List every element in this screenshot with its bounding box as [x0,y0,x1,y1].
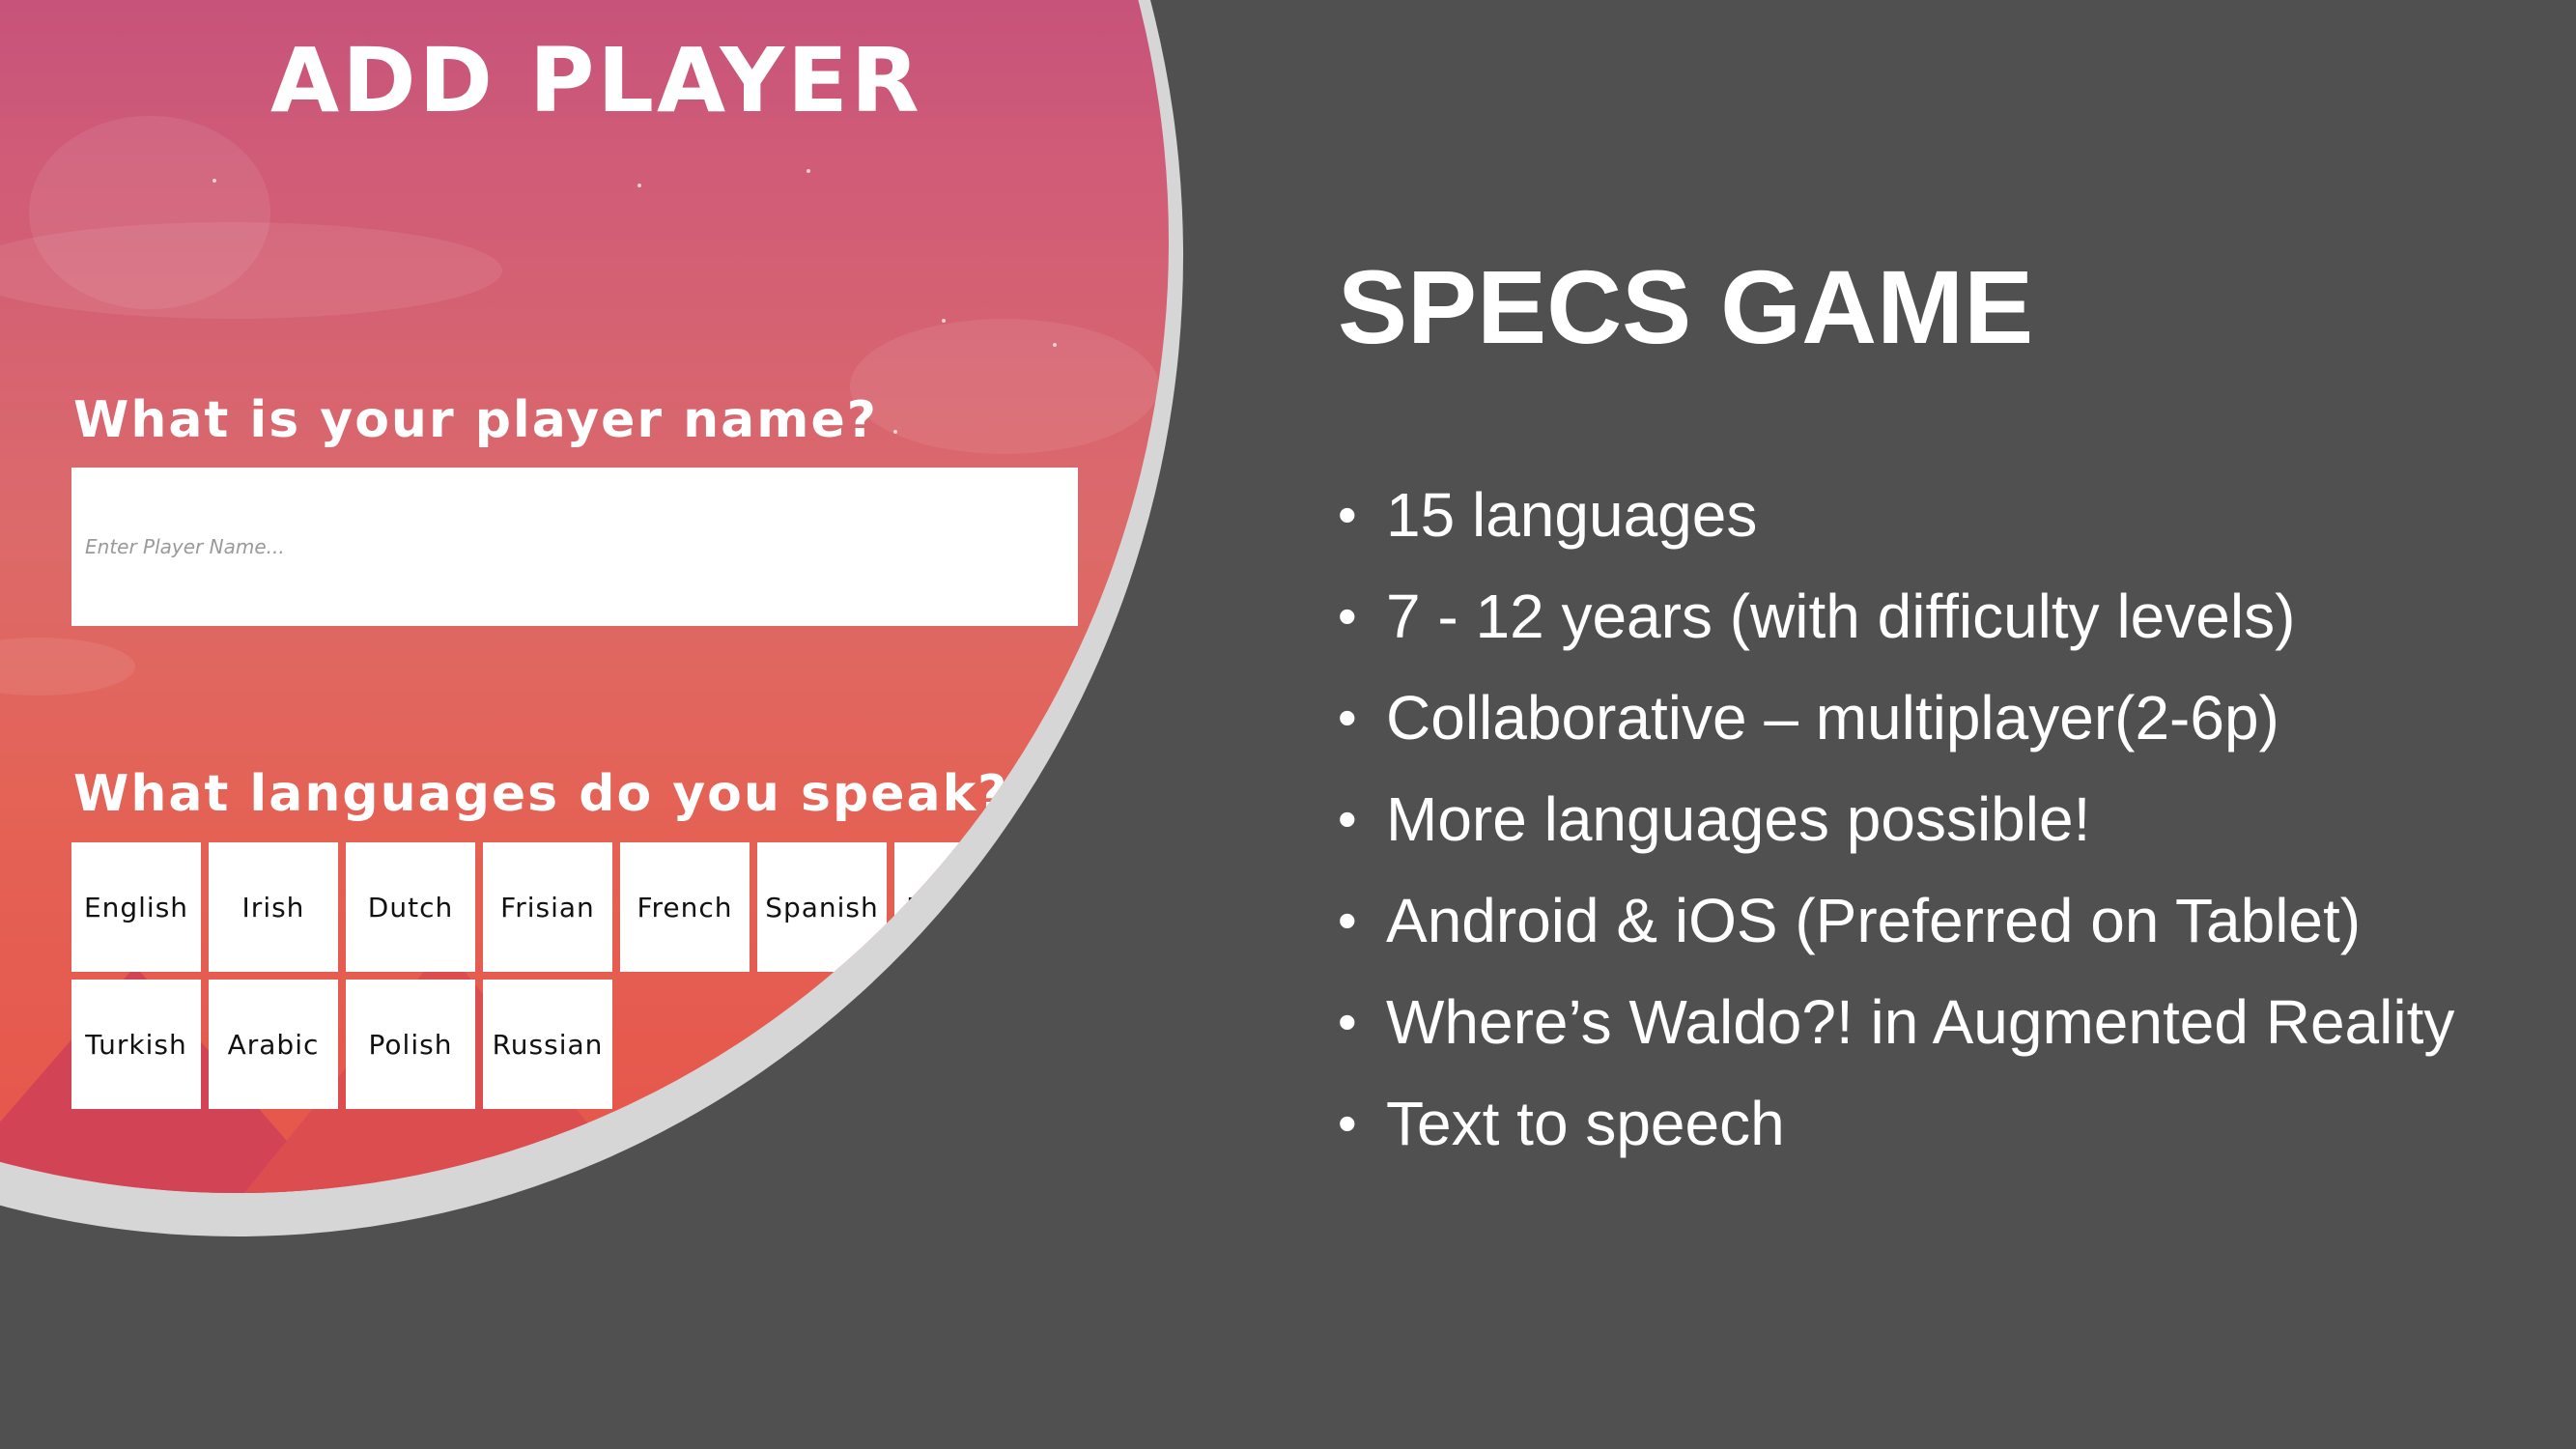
cloud-shape [0,222,502,319]
language-option-polish[interactable]: Polish [346,980,475,1109]
bullet-item: • Text to speech [1338,1072,2454,1174]
specs-bullet-list: • 15 languages • 7 - 12 years (with diffic… [1338,464,2454,1174]
star-dot [893,430,897,434]
language-option-irish[interactable]: Irish [209,842,338,972]
star-dot [807,169,810,173]
languages-question: What languages do you speak? [73,765,1009,823]
bullet-text: Collaborative – multiplayer(2-6p) [1386,682,2279,753]
bullet-icon: • [1338,890,1357,951]
bullet-icon: • [1338,484,1357,545]
mountain-shape [618,1005,1120,1193]
bullet-item: • Android & iOS (Preferred on Tablet) [1338,869,2454,971]
bullet-item: • 7 - 12 years (with difficulty levels) [1338,565,2454,667]
bullet-icon: • [1338,1093,1357,1153]
language-option-turkish[interactable]: Turkish [71,980,201,1109]
bullet-icon: • [1338,687,1357,748]
bullet-item: • Where’s Waldo?! in Augmented Reality [1338,971,2454,1072]
player-name-input[interactable] [71,468,1078,626]
language-option-dutch[interactable]: Dutch [346,842,475,972]
bullet-text: Where’s Waldo?! in Augmented Reality [1386,986,2455,1057]
bullet-text: More languages possible! [1386,783,2091,854]
language-option-english[interactable]: English [71,842,201,972]
add-player-title: ADD PLAYER [270,29,922,132]
bullet-text: Text to speech [1386,1088,1785,1158]
language-option-frisian[interactable]: Frisian [483,842,612,972]
star-dot [212,179,216,183]
bullet-item: • 15 languages [1338,464,2454,565]
cloud-shape [0,638,135,696]
language-option-arabic[interactable]: Arabic [209,980,338,1109]
cloud-shape [29,116,270,309]
bullet-text: Android & iOS (Preferred on Tablet) [1386,885,2362,955]
star-dot [1053,343,1057,347]
bullet-text: 15 languages [1386,479,1758,550]
bullet-item: • More languages possible! [1338,768,2454,869]
language-option-russian[interactable]: Russian [483,980,612,1109]
star-dot [637,184,641,187]
star-dot [942,319,946,323]
player-name-question: What is your player name? [73,391,878,449]
bullet-icon: • [1338,991,1357,1052]
language-option-french[interactable]: French [620,842,750,972]
bullet-icon: • [1338,585,1357,646]
bullet-icon: • [1338,788,1357,849]
language-option-spanish[interactable]: Spanish [757,842,887,972]
bullet-text: 7 - 12 years (with difficulty levels) [1386,581,2296,651]
bullet-item: • Collaborative – multiplayer(2-6p) [1338,667,2454,768]
app-screen: ADD PLAYER What is your player name? Wha… [0,0,1169,1193]
slide-title: SPECS GAME [1338,248,2034,365]
app-screenshot-circle: ADD PLAYER What is your player name? Wha… [0,0,1169,1193]
language-option-basque[interactable]: Basque [894,842,1024,972]
cloud-shape [850,319,1159,454]
